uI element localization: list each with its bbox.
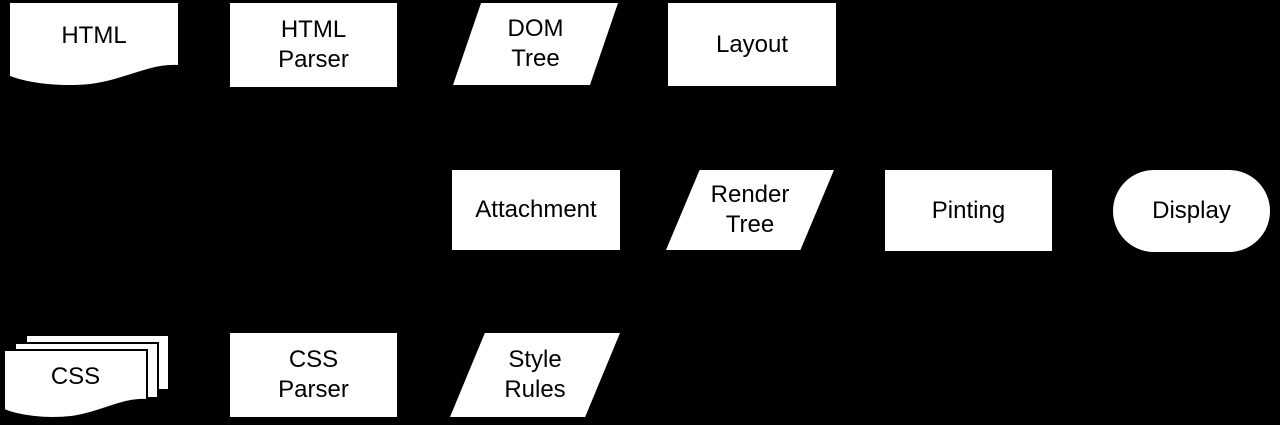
node-label: CSS Parser <box>278 346 349 403</box>
node-layout: Layout <box>668 3 836 86</box>
node-label: HTML Parser <box>278 16 349 73</box>
node-label: Render Tree <box>710 181 790 238</box>
node-label: CSS <box>50 363 101 390</box>
node-pinting: Pinting <box>885 170 1052 251</box>
node-display: Display <box>1113 170 1270 252</box>
stacked-documents-icon <box>3 334 170 420</box>
node-label: HTML <box>61 22 127 49</box>
node-style-rules: Style Rules <box>450 333 620 417</box>
node-label: Display <box>1152 197 1231 224</box>
node-html: HTML <box>10 3 178 86</box>
node-label: DOM Tree <box>507 15 564 72</box>
node-css-parser: CSS Parser <box>230 333 397 417</box>
node-css: CSS <box>3 334 170 422</box>
node-label: Attachment <box>475 196 597 223</box>
node-dom-tree: DOM Tree <box>453 3 618 85</box>
node-label: Pinting <box>931 196 1006 224</box>
node-render-tree: Render Tree <box>666 170 834 250</box>
node-label: Style Rules <box>504 346 566 403</box>
node-label: Layout <box>715 30 789 58</box>
node-attachment: Attachment <box>452 170 620 250</box>
node-html-parser: HTML Parser <box>230 3 397 87</box>
document-shape-icon <box>10 3 178 86</box>
